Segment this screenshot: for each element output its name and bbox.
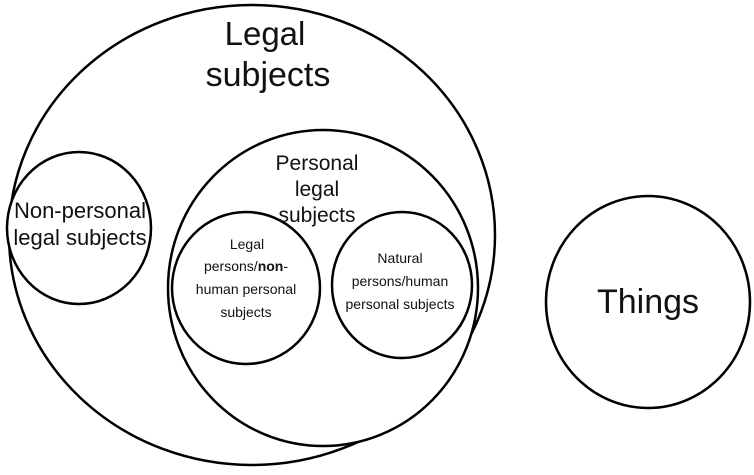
legal-subjects-label-line2: subjects — [206, 56, 331, 94]
personal-label-line1: Personal — [276, 152, 359, 175]
legal-persons-label-line1: Legal — [230, 236, 264, 252]
things-label: Things — [597, 283, 699, 321]
legal-persons-label-line4: subjects — [220, 304, 271, 320]
non-personal-legal-subjects-circle — [5, 150, 153, 306]
legal-persons-label-line2-a: persons/ — [204, 258, 258, 274]
personal-label-line2: legal — [295, 178, 339, 201]
legal-persons-circle — [170, 210, 322, 366]
non-personal-label-line2: legal subjects — [13, 225, 146, 250]
natural-persons-label-line2: persons/human — [352, 273, 449, 289]
non-personal-label-line1: Non-personal — [14, 198, 146, 223]
legal-persons-label-line3: human personal — [196, 281, 296, 297]
personal-legal-subjects-circle — [166, 128, 480, 448]
legal-subjects-label-line1: Legal — [225, 15, 306, 52]
personal-label-line3: subjects — [278, 204, 355, 227]
natural-persons-label-line3: personal subjects — [346, 296, 455, 312]
legal-persons-label-line2-c: - — [283, 258, 288, 274]
natural-persons-label-line1: Natural — [377, 250, 422, 266]
legal-persons-label-line2-bold: non — [258, 258, 284, 274]
natural-persons-circle — [330, 210, 474, 360]
legal-persons-label-line2: persons/non- — [204, 258, 288, 274]
things-circle — [544, 194, 752, 410]
